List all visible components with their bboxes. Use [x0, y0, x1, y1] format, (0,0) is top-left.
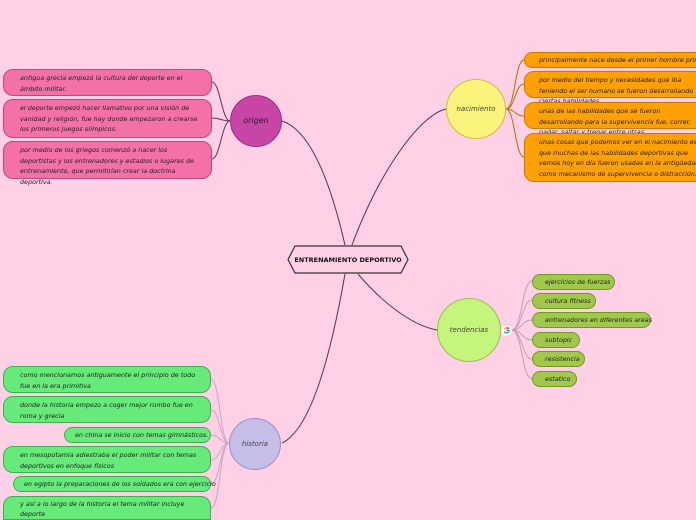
nacimiento-note-4-text: unas cosas que podemos ver en el nacimie…	[539, 138, 696, 178]
central-topic-shape	[287, 245, 409, 274]
tendencias-item-5-text: resistencia	[545, 355, 580, 363]
nacimiento-note-3[interactable]: unas de las habilidades que se fueron de…	[524, 102, 696, 136]
origen-note-3-text: por medio de los griegos comenzó a nacer…	[20, 146, 194, 186]
origen-note-2[interactable]: el deporte empezó hacer llamativo por un…	[3, 99, 212, 138]
nacimiento-note-1-text: principalmente nace desde el primer homb…	[539, 56, 696, 64]
historia-note-4[interactable]: en mesopotamia adiestraba el poder milit…	[3, 446, 211, 473]
tendencias-item-4-text: subtopic	[545, 336, 573, 344]
tendencias-item-6-text: estatico	[545, 375, 571, 383]
historia-note-1-text: como mencionamos antiguamente el princip…	[20, 371, 196, 390]
historia-note-1[interactable]: como mencionamos antiguamente el princip…	[3, 366, 211, 393]
google-g-icon[interactable]	[501, 325, 512, 336]
tendencias-item-1[interactable]: ejercicios de fuerzas	[532, 274, 615, 290]
nacimiento-note-1[interactable]: principalmente nace desde el primer homb…	[524, 52, 696, 68]
historia-note-2[interactable]: donde la historia empezo a coger mejor r…	[3, 396, 211, 423]
tendencias-item-3[interactable]: entrenadores en diferentes areas	[532, 312, 653, 328]
origen-note-1-text: antigua grecia empezó la cultura del dep…	[20, 74, 183, 93]
tendencias-item-1-text: ejercicios de fuerzas	[545, 278, 611, 286]
historia-note-6-text: y así a lo largo de la historia el tema …	[20, 500, 185, 518]
origen-note-1[interactable]: antigua grecia empezó la cultura del dep…	[3, 69, 212, 96]
historia-note-3-text: en china se inicio con temas gimnásticos…	[75, 431, 209, 439]
topic-origen[interactable]: origen	[230, 95, 282, 147]
topic-nacimiento-label: nacimiento	[456, 105, 496, 113]
origen-note-3[interactable]: por medio de los griegos comenzó a nacer…	[3, 141, 212, 186]
topic-tendencias-label: tendencias	[449, 326, 489, 334]
tendencias-item-3-text: entrenadores en diferentes areas	[545, 316, 653, 324]
tendencias-item-4[interactable]: subtopic	[532, 332, 580, 348]
tendencias-item-2-text: cultura fitness	[545, 297, 591, 305]
topic-origen-label: origen	[243, 116, 269, 125]
central-topic-label: ENTRENAMIENTO DEPORTIVO	[294, 255, 402, 264]
nacimiento-note-3-text: unas de las habilidades que se fueron de…	[539, 107, 691, 136]
nacimiento-note-4[interactable]: unas cosas que podemos ver en el nacimie…	[524, 133, 696, 182]
nacimiento-note-2-text: por medio del tiempo y necesidades que i…	[539, 76, 694, 105]
tendencias-item-5[interactable]: resistencia	[532, 351, 585, 367]
historia-note-2-text: donde la historia empezo a coger mejor r…	[20, 401, 193, 420]
historia-note-5[interactable]: en egipto la preparaciones de los soldad…	[13, 476, 216, 492]
origen-note-2-text: el deporte empezó hacer llamativo por un…	[20, 104, 198, 133]
topic-tendencias[interactable]: tendencias	[437, 298, 501, 362]
central-topic[interactable]: ENTRENAMIENTO DEPORTIVO	[287, 245, 409, 274]
historia-note-4-text: en mesopotamia adiestraba el poder milit…	[20, 451, 197, 470]
topic-historia-label: historia	[241, 440, 269, 448]
historia-note-3[interactable]: en china se inicio con temas gimnásticos…	[64, 427, 211, 443]
nacimiento-note-2[interactable]: por medio del tiempo y necesidades que i…	[524, 71, 696, 105]
tendencias-item-2[interactable]: cultura fitness	[532, 293, 596, 309]
topic-historia[interactable]: historia	[229, 418, 281, 470]
historia-note-5-text: en egipto la preparaciones de los soldad…	[24, 480, 216, 488]
tendencias-item-6[interactable]: estatico	[532, 371, 577, 387]
topic-nacimiento[interactable]: nacimiento	[446, 79, 506, 139]
historia-note-6[interactable]: y así a lo largo de la historia el tema …	[3, 496, 211, 520]
